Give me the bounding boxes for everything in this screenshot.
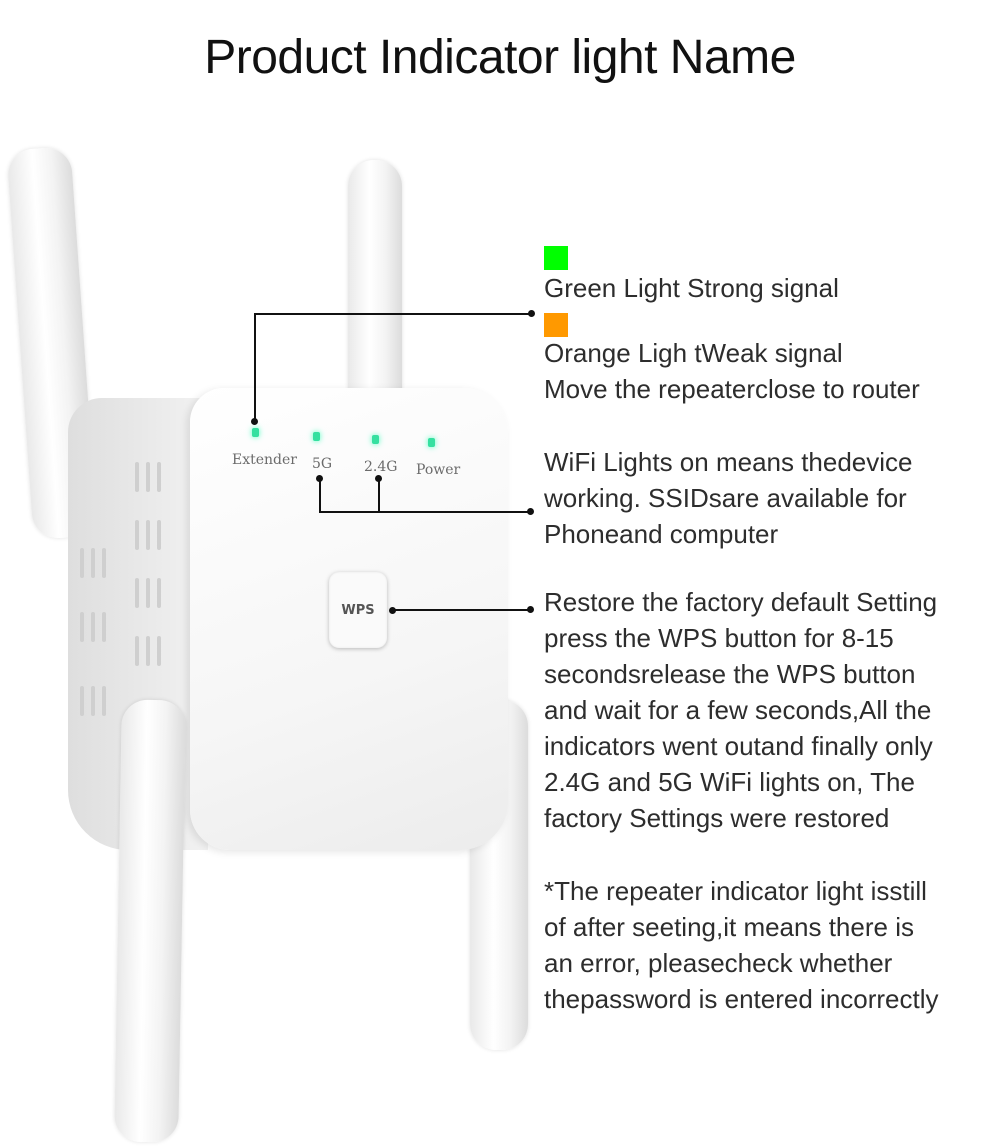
led-extender xyxy=(252,428,259,437)
factory-reset-note: Restore the factory default Setting pres… xyxy=(544,587,938,833)
led-5g xyxy=(313,432,320,441)
label-5g: 5G xyxy=(312,456,333,472)
orange-swatch xyxy=(544,313,568,337)
antenna-front-left xyxy=(114,699,186,1143)
led-power xyxy=(428,438,435,447)
orange-light-label: Orange Ligh tWeak signal xyxy=(544,338,843,368)
wps-button[interactable]: WPS xyxy=(329,572,387,648)
green-light-label: Green Light Strong signal xyxy=(544,273,839,303)
label-extender: Extender xyxy=(232,452,297,468)
orange-light-note: Move the repeaterclose to router xyxy=(544,374,920,404)
error-note: *The repeater indicator light isstill of… xyxy=(544,876,939,1014)
led-2-4g xyxy=(372,435,379,444)
label-2-4g: 2.4G xyxy=(364,459,398,475)
page-title: Product Indicator light Name xyxy=(204,31,796,84)
antenna-back-right xyxy=(348,160,402,430)
green-swatch xyxy=(544,246,568,270)
label-power: Power xyxy=(416,462,461,478)
wps-label: WPS xyxy=(341,602,375,618)
wifi-lights-note: WiFi Lights on means thedevice working. … xyxy=(544,447,913,549)
